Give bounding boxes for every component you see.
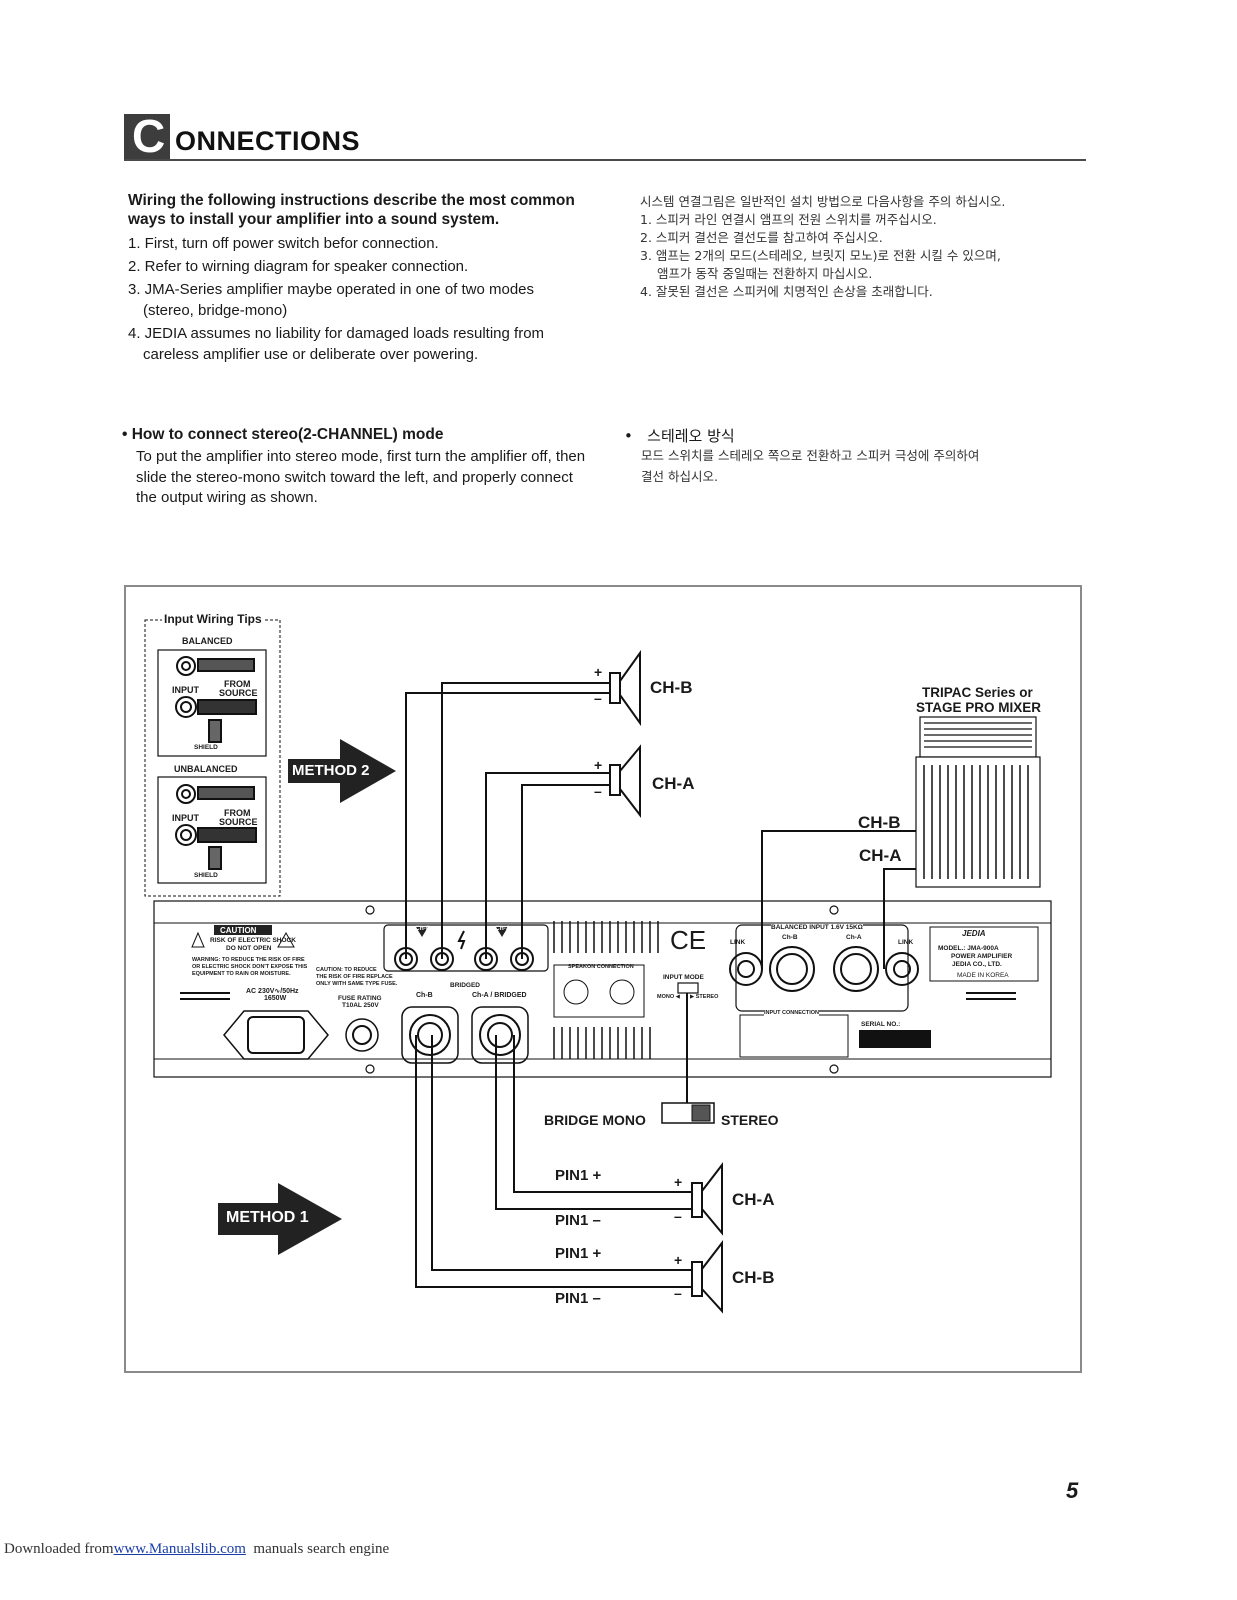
korean-intro: 시스템 연결그림은 일반적인 설치 방법으로 다음사항을 주의 하십시오. 1.… [640,193,1100,301]
korean-item: 4. 잘못된 결선은 스피커에 치명적인 손상을 초래합니다. [640,284,933,299]
bridged-label: BRIDGED [450,982,480,989]
korean-stereo-heading: • 스테레오 방식 [624,427,735,445]
caution-sub2: DO NOT OPEN [226,945,272,952]
mixer-chb-label: CH-B [858,813,901,832]
post-chb-label: Ch-B [415,925,431,932]
stereo-body: To put the amplifier into stereo mode, f… [136,448,586,506]
ac-rating: AC 230V∿/50Hz [246,988,299,995]
korean-stereo-body: 모드 스위치를 스테레오 쪽으로 전환하고 스피커 극성에 주의하여 결선 하십… [641,448,980,484]
wiring-drawing [144,619,1052,1314]
intro-item: 4. JEDIA assumes no liability for damage… [128,325,545,363]
unbalanced-shield-label: SHIELD [194,872,218,879]
title-initial: C [132,110,166,162]
input-mode-label: INPUT MODE [663,974,704,981]
korean-intro-heading: 시스템 연결그림은 일반적인 설치 방법으로 다음사항을 주의 하십시오. [640,194,1006,209]
stereo-label: STEREO [721,1112,779,1128]
balanced-source-label: SOURCE [219,688,258,698]
footer-prefix: Downloaded from [4,1541,114,1557]
link-right-label: LINK [898,939,914,946]
company-label: JEDIA CO., LTD. [952,961,1002,968]
pin1-minus-a: PIN1 – [555,1212,601,1229]
link-left-label: LINK [730,939,746,946]
caution2-line2: THE RISK OF FIRE REPLACE [316,974,393,980]
caution-sub1: RISK OF ELECTRIC SHOCK [210,937,296,944]
model-label: MODEL.: JMA-900A [938,945,999,952]
unbalanced-from-label: FROM [224,808,251,818]
balanced-input-label: INPUT [172,685,199,695]
speakon-connection-label: SPEAKON CONNECTION [568,964,634,970]
bottom-speaker-cha-label: CH-A [732,1190,775,1209]
brand-logo: JEDIA [962,929,986,938]
xlr-cha-label: Ch-A [846,934,862,941]
mixer-label-line1: TRIPAC Series or [922,685,1033,700]
mixer-cha-label: CH-A [859,846,902,865]
warning-line3: EQUIPMENT TO RAIN OR MOISTURE. [192,971,291,977]
input-tips-title: Input Wiring Tips [162,612,264,626]
footer: Downloaded fromwww.Manualslib.com manual… [4,1541,389,1558]
power-rating: 1650W [264,995,287,1002]
korean-item: 3. 앰프는 2개의 모드(스테레오, 브릿지 모노)로 전환 시킬 수 있으며… [640,248,1001,281]
page-number: 5 [1066,1478,1079,1503]
post-cha-label: Ch-A [495,925,511,932]
fuse-rating-label: FUSE RATING [338,995,382,1002]
balanced-label: BALANCED [182,636,233,646]
method2-label: METHOD 2 [292,762,370,779]
mono-label: MONO ◀ [657,994,680,1000]
speakon-cha-label: Ch-A / BRIDGED [472,992,527,999]
unbalanced-source-label: SOURCE [219,817,258,827]
stereo-heading: • How to connect stereo(2-CHANNEL) mode [122,426,444,443]
intro-item: 1. First, turn off power switch befor co… [128,235,439,252]
connection-diagram: Input Wiring Tips BALANCED INPUT FROM SO… [124,585,1082,1373]
intro-list: 1. First, turn off power switch befor co… [128,233,598,367]
intro-heading: Wiring the following instructions descri… [128,192,575,228]
korean-item: 2. 스피커 결선은 결선도를 참고하여 주십시오. [640,230,883,245]
korean-item: 1. 스피커 라인 연결시 앰프의 전원 스위치를 꺼주십시오. [640,212,937,227]
power-amp-label: POWER AMPLIFIER [951,953,1013,960]
caution2-line3: ONLY WITH SAME TYPE FUSE. [316,981,398,987]
bridge-mono-label: BRIDGE MONO [544,1112,646,1128]
bottom-speaker-chb-label: CH-B [732,1268,775,1287]
pin1-plus-b: PIN1 + [555,1245,602,1262]
intro-item: 2. Refer to wirning diagram for speaker … [128,258,469,275]
page-title: ONNECTIONS [175,126,361,156]
made-in-label: MADE IN KOREA [957,972,1009,979]
intro-item: 3. JMA-Series amplifier maybe operated i… [128,281,535,319]
top-speaker-cha-label: CH-A [652,774,695,793]
unbalanced-input-label: INPUT [172,813,199,823]
method1-label: METHOD 1 [226,1209,309,1226]
balanced-shield-label: SHIELD [194,744,218,751]
speakon-chb-label: Ch-B [416,992,433,999]
stereo-switch-label: ▶ STEREO [690,994,719,1000]
unbalanced-label: UNBALANCED [174,764,238,774]
top-speaker-chb-label: CH-B [650,678,693,697]
serial-label: SERIAL NO.: [861,1021,901,1028]
pin1-minus-b: PIN1 – [555,1290,601,1307]
footer-link[interactable]: www.Manualslib.com [113,1541,246,1557]
warning-line2: OR ELECTRIC SHOCK DON'T EXPOSE THIS [192,964,308,970]
title-divider [124,159,1086,161]
footer-suffix: manuals search engine [253,1541,390,1557]
pin1-plus-a: PIN1 + [555,1167,602,1184]
fuse-rating-value: T10AL 250V [342,1002,379,1009]
caution-label: CAUTION [220,926,257,935]
warning-line1: WARNING: TO REDUCE THE RISK OF FIRE [192,957,305,963]
mixer-label-line2: STAGE PRO MIXER [916,700,1042,715]
caution2-line1: CAUTION: TO REDUCE [316,967,377,973]
input-connection-label: INPUT CONNECTION [764,1010,819,1016]
balanced-input-label: BALANCED INPUT 1.6V 15KΩ [771,924,863,931]
balanced-from-label: FROM [224,679,251,689]
title-initial-box [124,114,170,160]
ce-mark: CE [670,925,707,955]
xlr-chb-label: Ch-B [782,934,798,941]
